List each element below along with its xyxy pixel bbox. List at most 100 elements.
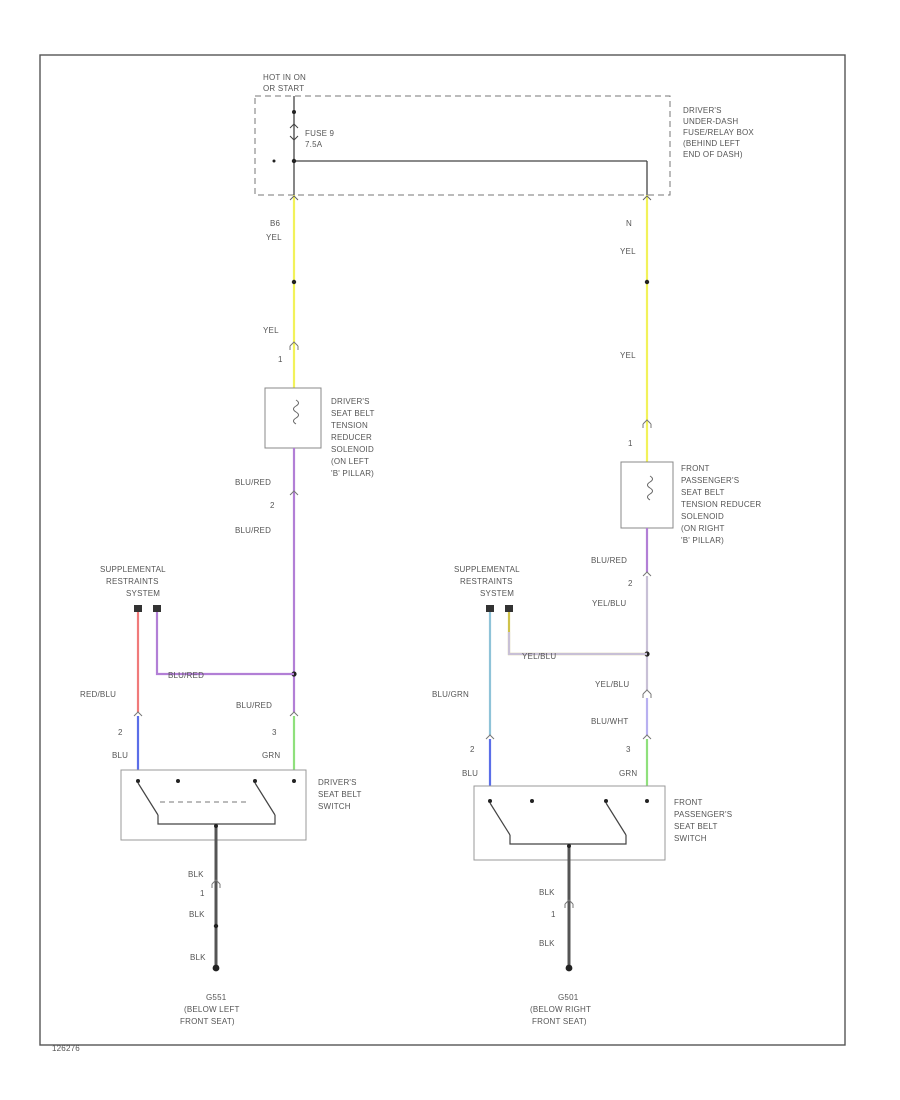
passenger-srs-label-3: SYSTEM (480, 589, 514, 598)
driver-srs-label-2: RESTRAINTS (106, 577, 159, 586)
passenger-switch-connector-right (642, 734, 652, 740)
driver-wire-blured-1: BLU/RED (235, 478, 271, 487)
passenger-tensioner-label-1: FRONT (681, 464, 710, 473)
passenger-ground-wire-1: BLK (539, 888, 555, 897)
passenger-srs-connector-right (505, 605, 513, 612)
driver-wire-grn: GRN (262, 751, 280, 760)
passenger-wire-bluwht: BLU/WHT (591, 717, 628, 726)
driver-tensioner-label-4: REDUCER (331, 433, 372, 442)
passenger-wire-yel-2: YEL (620, 351, 636, 360)
driver-coil-icon (293, 399, 299, 425)
fuse-box-label-1: DRIVER'S (683, 106, 722, 115)
driver-ground-splice (213, 923, 219, 929)
diagram-border (39, 54, 846, 1046)
passenger-srs-yelblu-wire (507, 612, 647, 656)
passenger-yel-splice (644, 279, 650, 285)
driver-wire-blured-3: BLU/RED (236, 701, 272, 710)
passenger-srs-label-2: RESTRAINTS (460, 577, 513, 586)
driver-tensioner-label-7: 'B' PILLAR) (331, 469, 374, 478)
passenger-switch-label-2: PASSENGER'S (674, 810, 732, 819)
passenger-srs-yelblu-wire-lower (507, 632, 647, 656)
driver-wire-blu: BLU (112, 751, 128, 760)
passenger-wire-yelblu-1: YEL/BLU (592, 599, 626, 608)
driver-srs-blured-wire (155, 612, 294, 676)
passenger-switch-blade-left (489, 802, 511, 836)
passenger-tensioner-pin1: 1 (628, 439, 633, 448)
driver-switch-pin-left: 2 (118, 728, 123, 737)
driver-srs-label-1: SUPPLEMENTAL (100, 565, 166, 574)
fuse-box-label-4: (BEHIND LEFT (683, 139, 740, 148)
passenger-switch-label-4: SWITCH (674, 834, 707, 843)
passenger-srs-label-1: SUPPLEMENTAL (454, 565, 520, 574)
passenger-pin-n: N (626, 219, 632, 228)
passenger-ground-label-1: G501 (558, 993, 579, 1002)
passenger-tensioner-label-4: TENSION REDUCER (681, 500, 761, 509)
driver-wire-yel-2: YEL (263, 326, 279, 335)
passenger-wire-grn: GRN (619, 769, 637, 778)
passenger-switch-label-1: FRONT (674, 798, 703, 807)
driver-tensioner-solenoid (264, 387, 322, 449)
driver-tensioner-label-2: SEAT BELT (331, 409, 375, 418)
passenger-connector-n (642, 195, 652, 201)
driver-ground-wire-3: BLK (190, 953, 206, 962)
driver-switch-contact-3 (253, 779, 257, 783)
driver-ground-wire-1: BLK (188, 870, 204, 879)
fuse-splice-dot (291, 158, 297, 164)
fuse-box-label-3: FUSE/RELAY BOX (683, 128, 754, 137)
hot-label-line2: OR START (263, 84, 304, 93)
passenger-ground-connector (564, 899, 574, 908)
driver-ground-point (212, 964, 220, 972)
driver-tensioner-pin1: 1 (278, 355, 283, 364)
passenger-tensioner-solenoid (620, 461, 674, 529)
diagram-id: 126276 (52, 1044, 80, 1053)
passenger-switch-contact-2 (530, 799, 534, 803)
driver-wire-redblu: RED/BLU (80, 690, 116, 699)
driver-switch-contact-1 (136, 779, 140, 783)
passenger-switch-contact-3 (604, 799, 608, 803)
driver-switch-label-1: DRIVER'S (318, 778, 357, 787)
passenger-wire-yel-1: YEL (620, 247, 636, 256)
driver-srs-connector-right (153, 605, 161, 612)
passenger-inline-connector (642, 689, 652, 698)
passenger-ground-top-dot (567, 844, 571, 848)
passenger-switch-connector-left (485, 734, 495, 740)
passenger-switch-pin-left: 2 (470, 745, 475, 754)
passenger-switch-label-3: SEAT BELT (674, 822, 718, 831)
driver-srs-label-3: SYSTEM (126, 589, 160, 598)
driver-yel-splice (291, 279, 297, 285)
passenger-tensioner-label-2: PASSENGER'S (681, 476, 739, 485)
driver-switch-connector-left (133, 711, 143, 717)
driver-tensioner-label-6: (ON LEFT (331, 457, 369, 466)
fuse-top-dot (292, 110, 296, 114)
driver-switch-connector-right (289, 711, 299, 717)
passenger-ground-label-2: (BELOW RIGHT (530, 1005, 591, 1014)
driver-tensioner-pin2: 2 (270, 501, 275, 510)
driver-switch-contact-4 (292, 779, 296, 783)
driver-pin-b6: B6 (270, 219, 281, 228)
passenger-tensioner-pin2: 2 (628, 579, 633, 588)
driver-switch-contact-2 (176, 779, 180, 783)
driver-tensioner-label-1: DRIVER'S (331, 397, 370, 406)
passenger-wire-yelblu-2: YEL/BLU (595, 680, 629, 689)
hot-label-line1: HOT IN ON (263, 73, 306, 82)
fuse-icon (289, 123, 299, 141)
passenger-switch-contact-4 (645, 799, 649, 803)
passenger-switch-contact-1 (488, 799, 492, 803)
passenger-connector-2 (642, 571, 652, 577)
driver-seat-belt-switch (120, 769, 307, 841)
passenger-ground-point (565, 964, 573, 972)
driver-connector-2 (289, 490, 299, 496)
driver-wire-blured-2: BLU/RED (235, 526, 271, 535)
driver-wire-yel-1: YEL (266, 233, 282, 242)
driver-ground-label-3: FRONT SEAT) (180, 1017, 235, 1026)
passenger-wire-srs-yelblu: YEL/BLU (522, 652, 556, 661)
passenger-srs-connector-left (486, 605, 494, 612)
driver-ground-label-2: (BELOW LEFT (184, 1005, 240, 1014)
driver-connector-b6 (289, 195, 299, 201)
passenger-wire-blugrn: BLU/GRN (432, 690, 469, 699)
fuse-label-line1: FUSE 9 (305, 129, 335, 138)
passenger-connector-1 (642, 419, 652, 428)
passenger-ground-wire-2: BLK (539, 939, 555, 948)
driver-srs-connector-left (134, 605, 142, 612)
